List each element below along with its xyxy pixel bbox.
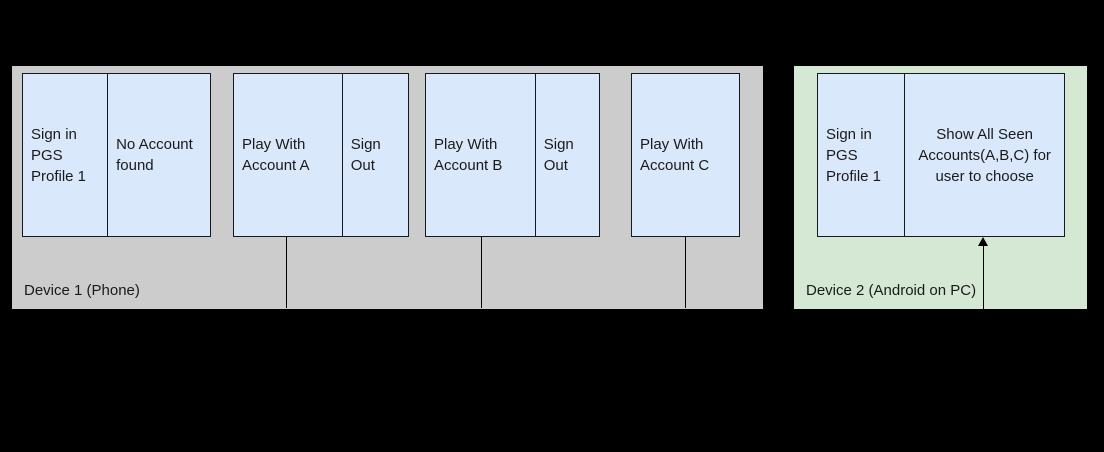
state-box-label: Sign Out <box>350 136 381 174</box>
state-box-label: Show All Seen Accounts(A,B,C) for user t… <box>918 125 1051 185</box>
device-1-label: Device 1 (Phone) <box>24 282 140 299</box>
state-box-label: Sign in PGS Profile 1 <box>31 125 87 185</box>
arrow-head-icon <box>978 237 988 246</box>
device-2-label: Device 2 (Android on PC) <box>806 282 977 299</box>
state-group-account-c[interactable]: Play With Account C <box>631 73 740 237</box>
connector-line-account-b <box>481 237 482 308</box>
state-box-label: Sign Out <box>543 136 574 174</box>
state-box-play-with-account-b[interactable]: Play With Account B <box>426 74 535 236</box>
state-group-device-2[interactable]: Sign in PGS Profile 1 Show All Seen Acco… <box>817 73 1065 237</box>
connector-line-account-a <box>286 237 287 308</box>
state-box-label: No Account found <box>116 136 193 174</box>
state-box-label: Play With Account B <box>434 136 503 174</box>
state-box-label: Sign in PGS Profile 1 <box>826 125 882 185</box>
state-box-show-all-seen-accounts[interactable]: Show All Seen Accounts(A,B,C) for user t… <box>904 74 1064 236</box>
state-box-sign-in-pgs-profile-1[interactable]: Sign in PGS Profile 1 <box>23 74 108 236</box>
state-group-signin-no-account[interactable]: Sign in PGS Profile 1 No Account found <box>22 73 211 237</box>
connector-line-account-c <box>685 237 686 308</box>
state-box-sign-out-a[interactable]: Sign Out <box>341 74 408 236</box>
state-box-sign-out-b[interactable]: Sign Out <box>534 74 599 236</box>
state-box-no-account-found[interactable]: No Account found <box>107 74 210 236</box>
state-box-sign-in-pgs-profile-1-device-2[interactable]: Sign in PGS Profile 1 <box>818 74 905 236</box>
state-box-label: Play With Account C <box>640 136 710 174</box>
state-box-play-with-account-c[interactable]: Play With Account C <box>632 74 739 236</box>
state-box-label: Play With Account A <box>242 136 310 174</box>
state-group-account-a[interactable]: Play With Account A Sign Out <box>233 73 409 237</box>
connector-line-to-device-2 <box>983 239 986 344</box>
state-box-play-with-account-a[interactable]: Play With Account A <box>234 74 342 236</box>
state-group-account-b[interactable]: Play With Account B Sign Out <box>425 73 600 237</box>
